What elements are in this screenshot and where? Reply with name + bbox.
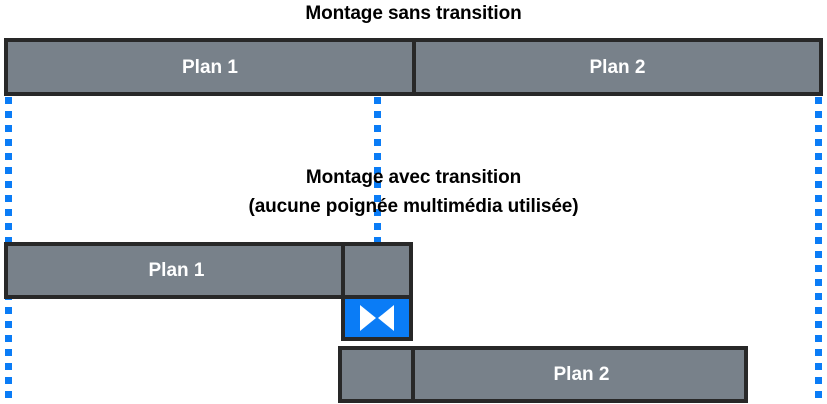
bottom-clip-plan-1-handle-divider xyxy=(341,246,345,295)
page-title-top: Montage sans transition xyxy=(305,3,522,24)
top-clip-plan-2-label: Plan 2 xyxy=(589,56,646,78)
page-title-bottom-line1: Montage avec transition xyxy=(305,167,522,188)
page-title-bottom-line2: (aucune poignée multimédia utilisée) xyxy=(248,196,579,217)
top-clip-plan-1[interactable]: Plan 1 xyxy=(4,38,416,96)
cross-dissolve-transition-icon xyxy=(360,305,394,331)
bottom-clip-plan-2-handle-divider xyxy=(411,350,415,399)
edit-point-guide xyxy=(374,97,381,243)
transition-block[interactable] xyxy=(341,295,413,341)
bottom-clip-plan-1-label: Plan 1 xyxy=(148,260,205,281)
top-clip-plan-2[interactable]: Plan 2 xyxy=(412,38,823,96)
bottom-clip-plan-2-label: Plan 2 xyxy=(553,364,610,385)
end-of-sequence-guide xyxy=(815,97,822,404)
bottom-clip-plan-1[interactable]: Plan 1 xyxy=(4,242,413,299)
bottom-clip-plan-2[interactable]: Plan 2 xyxy=(338,346,748,403)
top-clip-plan-1-label: Plan 1 xyxy=(182,56,238,78)
